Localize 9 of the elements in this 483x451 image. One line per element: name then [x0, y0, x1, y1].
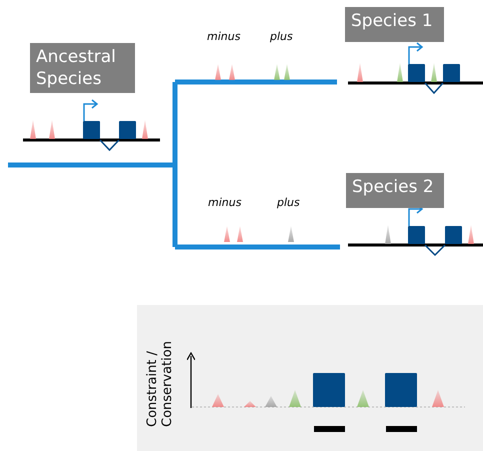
species-label: Species 1 [345, 7, 444, 42]
region-label: minus [207, 30, 240, 43]
region-label: plus [277, 196, 300, 209]
region-label: plus [270, 30, 293, 43]
species-label: Ancestral Species [30, 43, 135, 93]
axis-label: Constraint / Conservation [145, 340, 175, 427]
species-label: Species 2 [346, 173, 444, 208]
region-label: minus [208, 196, 242, 209]
chart-panel [137, 305, 483, 451]
